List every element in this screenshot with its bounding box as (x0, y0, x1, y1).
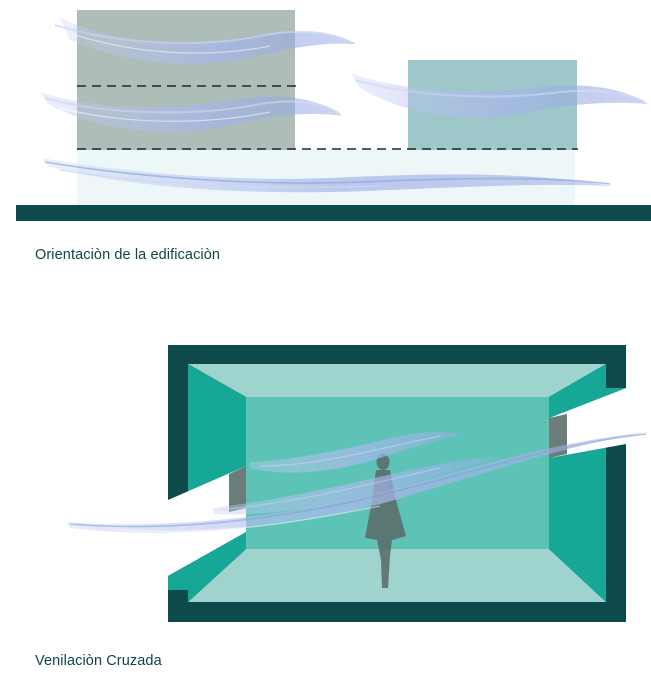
wind-stream-right (352, 74, 648, 118)
wind-stream-middle (40, 92, 342, 132)
left-window-reveal (229, 466, 246, 512)
wind-stream-ground (42, 158, 612, 193)
cross-ventilation-diagram (66, 345, 648, 622)
room-floor (188, 549, 606, 602)
wind-stream-top (54, 18, 356, 64)
left-window-sill (168, 532, 246, 590)
orientation-diagram (16, 10, 651, 221)
caption-cross-ventilation: Venilaciòn Cruzada (35, 653, 162, 669)
wind-stream-cross-middle (212, 457, 500, 515)
wind-stream-cross-main (66, 432, 648, 533)
wind-stream-cross-upper (250, 432, 462, 473)
right-window-opening (549, 388, 626, 458)
right-window-head (606, 345, 626, 388)
caption-orientation: Orientaciòn de la edificaciòn (35, 247, 221, 263)
ground-slab (16, 205, 651, 221)
room-ceiling (188, 364, 606, 397)
